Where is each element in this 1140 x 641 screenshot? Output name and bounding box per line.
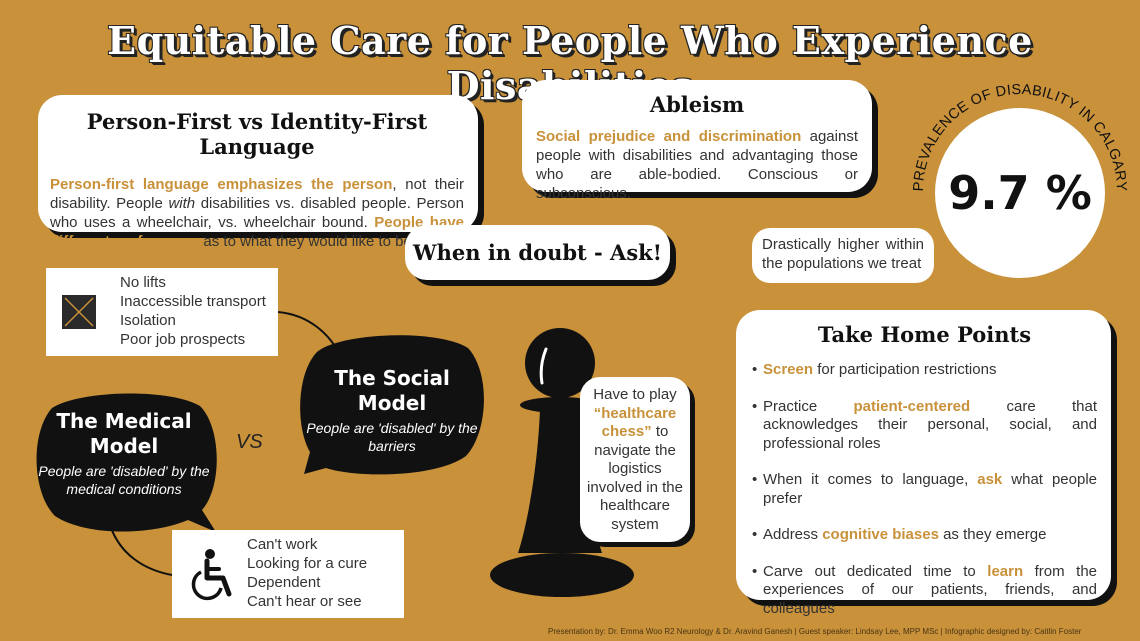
take-home-item: Screen for participation restrictions bbox=[752, 361, 1097, 380]
barrier-item: Isolation bbox=[120, 312, 176, 329]
person-first-heading: Person-First vs Identity-First Language bbox=[86, 109, 428, 159]
take-home-heading: Take Home Points bbox=[817, 322, 1032, 347]
condition-item: Dependent bbox=[247, 574, 321, 591]
take-home-item: Address cognitive biases as they emerge bbox=[752, 526, 1097, 545]
prevalence-note: Drastically higher within the population… bbox=[752, 228, 934, 283]
blocked-box-icon bbox=[62, 295, 96, 329]
barrier-item: No lifts bbox=[120, 274, 166, 291]
prevalence-circle: 9.7 % bbox=[935, 108, 1105, 278]
footer-credits: Presentation by: Dr. Emma Woo R2 Neurolo… bbox=[548, 627, 1082, 636]
ableism-heading: Ableism bbox=[649, 92, 745, 117]
social-model-bubble bbox=[300, 335, 484, 475]
social-model-caption: People are 'disabled' by the barriers bbox=[306, 420, 478, 454]
condition-item: Can't work bbox=[247, 536, 318, 553]
healthcare-chess-highlight: “healthcare chess” to navigate the logis… bbox=[587, 404, 683, 533]
medical-model-caption: People are 'disabled' by the medical con… bbox=[38, 463, 210, 497]
condition-item: Looking for a cure bbox=[247, 555, 368, 572]
barrier-item: Poor job prospects bbox=[120, 331, 246, 348]
condition-item: Can't hear or see bbox=[247, 593, 362, 610]
vs-label: VS bbox=[236, 431, 263, 453]
wheelchair-icon bbox=[191, 549, 232, 601]
social-model-title: The Social Model bbox=[334, 366, 450, 415]
take-home-list: Screen for participation restrictionsPra… bbox=[752, 361, 1097, 618]
person-first-text: Person-first language emphasizes the per… bbox=[50, 176, 464, 250]
take-home-item: Carve out dedicated time to learn from t… bbox=[752, 563, 1097, 619]
medical-model: The Medical Model People are 'disabled' … bbox=[30, 388, 220, 538]
medical-model-bubble bbox=[36, 393, 217, 532]
ableism-card: Ableism Social prejudice and discriminat… bbox=[522, 80, 872, 202]
ableism-text: Social prejudice and discrimination agai… bbox=[536, 128, 858, 202]
take-home-item: Practice patient-centered care that ackn… bbox=[752, 398, 1097, 454]
take-home-card: Take Home Points Screen for participatio… bbox=[736, 310, 1111, 617]
person-first-highlight: Person-first language emphasizes the per… bbox=[50, 176, 393, 193]
social-model: The Social Model People are 'disabled' b… bbox=[296, 328, 486, 478]
prevalence-value: 9.7 % bbox=[948, 166, 1092, 220]
when-in-doubt-card: When in doubt - Ask! bbox=[405, 225, 670, 280]
barrier-item: Inaccessible transport bbox=[120, 293, 266, 310]
person-first-card: Person-First vs Identity-First Language … bbox=[38, 95, 478, 250]
take-home-item: When it comes to language, ask what peop… bbox=[752, 471, 1097, 508]
medical-model-title: The Medical Model bbox=[56, 409, 192, 458]
healthcare-chess-card: Have to play “healthcare chess” to navig… bbox=[580, 377, 690, 542]
when-in-doubt-text: When in doubt - Ask! bbox=[413, 240, 662, 265]
